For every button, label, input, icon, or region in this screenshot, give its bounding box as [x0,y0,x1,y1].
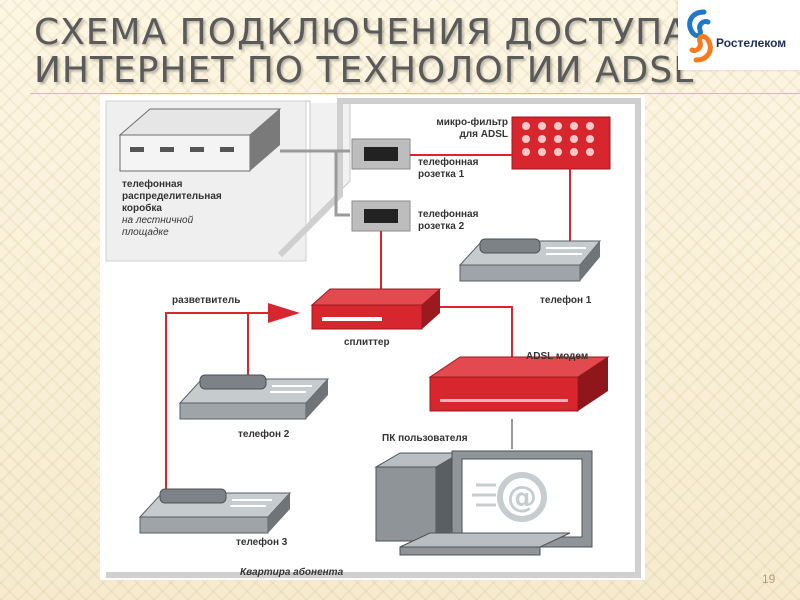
label-splitter: сплиттер [344,337,390,348]
label-socket-1: телефонная розетка 1 [418,157,478,181]
pc-keyboard [399,532,571,548]
label-box-line-5: площадке [122,227,169,238]
diagram-canvas: @ [105,98,641,578]
label-box-line-4: на лестничной [122,215,194,226]
distribution-box [118,108,282,172]
title-divider [30,93,800,94]
splitter-branch-arrow [268,303,300,323]
adsl-diagram: @ телефонная распределительная коробка н… [100,95,645,580]
telephone-socket-1 [351,138,411,170]
logo-orange-arc [689,33,713,63]
logo: Ростелеком [678,0,800,70]
box-port [220,147,234,152]
email-icon [497,472,547,522]
logo-blue-arc [687,9,711,39]
phone-1 [458,238,602,282]
line-splitter-to-modem [438,306,513,365]
slide-title-line-2: интернет по технологии ADSL [34,50,695,91]
logo-text: Ростелеком [716,36,787,50]
label-microfilter-line-1: микро-фильтр [436,117,508,128]
splitter-device [310,288,442,330]
slide-title: Схема подключения доступа в интернет по … [34,12,727,91]
label-splitter-branch: разветвитель [172,295,241,306]
label-apartment: Квартира абонента [240,567,344,578]
phone-2 [178,374,330,420]
label-socket2-line-2: розетка 2 [418,221,465,232]
pc-tower-front [375,466,437,542]
line-trunk-gray [334,151,350,217]
label-distribution-box: телефонная распределительная коробка на … [122,179,222,239]
line-branch-to-phone3 [165,312,282,497]
label-socket1-line-1: телефонная [418,157,479,168]
distribution-box-front [119,134,251,172]
label-socket1-line-2: розетка 1 [418,169,465,180]
box-port [190,147,204,152]
label-phone-1: телефон 1 [540,295,592,306]
rostelecom-logo-icon [687,9,713,63]
label-microfilter: микро-фильтр для ADSL [412,117,508,141]
adsl-modem-device [428,356,610,412]
user-pc: @ [374,450,593,556]
label-phone-2: телефон 2 [238,429,290,440]
label-socket2-line-1: телефонная [418,209,479,220]
label-box-line-2: распределительная [122,191,222,202]
slide-title-line-1: Схема подключения доступа в [34,12,727,53]
microfilter [511,116,611,170]
slide-number: 19 [762,572,776,586]
box-port [160,147,174,152]
label-socket-2: телефонная розетка 2 [418,209,478,233]
label-phone-3: телефон 3 [236,537,288,548]
label-microfilter-line-2: для ADSL [459,129,508,140]
label-adsl-modem: ADSL модем [526,351,589,362]
speed-lines [472,483,496,507]
label-box-line-1: телефонная [122,179,183,190]
distribution-box-side [250,109,280,171]
label-box-line-3: коробка [122,203,162,214]
box-port [130,147,144,152]
apartment-boundary [106,98,641,578]
phone-3 [138,488,292,534]
at-sign-icon: @ [507,480,537,515]
telephone-socket-2 [351,200,411,232]
label-user-pc: ПК пользователя [382,433,468,444]
